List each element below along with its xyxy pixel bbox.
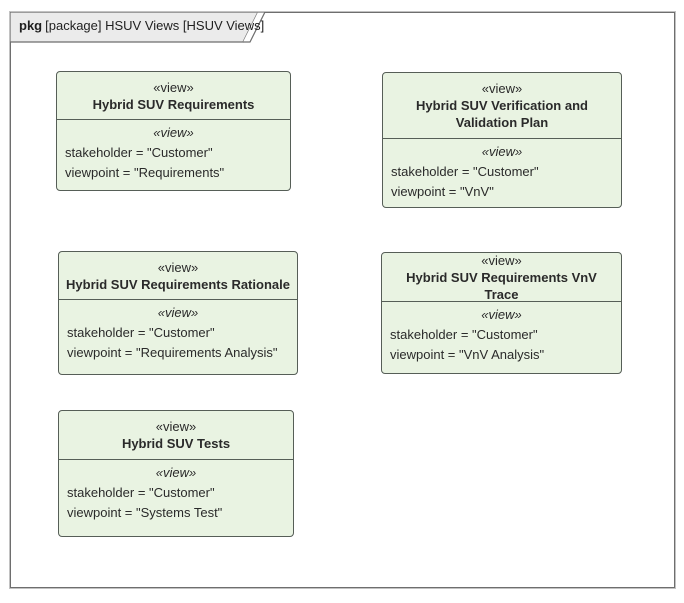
stereotype-label: «view» — [481, 307, 522, 322]
box-header: «view» Hybrid SUV Requirements — [57, 72, 290, 120]
box-header: «view» Hybrid SUV Requirements Rationale — [59, 252, 297, 300]
attribute-stakeholder: stakeholder = "Customer" — [390, 327, 538, 342]
box-name: Hybrid SUV Requirements VnV Trace — [406, 269, 597, 302]
stereotype-label: «view» — [155, 419, 197, 434]
package-frame: pkg[package] HSUV Views [HSUV Views] «vi… — [9, 11, 676, 589]
stereotype-label: «view» — [155, 465, 197, 480]
box-name: Hybrid SUV Requirements — [92, 96, 255, 112]
attribute-stakeholder: stakeholder = "Customer" — [67, 485, 215, 500]
box-name: Hybrid SUV Requirements Rationale — [66, 276, 290, 292]
attribute-viewpoint: viewpoint = "VnV Analysis" — [390, 347, 545, 362]
attribute-viewpoint: viewpoint = "Systems Test" — [67, 505, 223, 520]
attribute-stakeholder: stakeholder = "Customer" — [391, 164, 539, 179]
box-body: «view» stakeholder = "Customer" viewpoin… — [57, 120, 290, 183]
frame-keyword: pkg — [19, 18, 43, 33]
view-box-hybrid-suv-tests[interactable]: «view» Hybrid SUV Tests «view» stakehold… — [58, 410, 294, 537]
box-header: «view» Hybrid SUV Requirements VnV Trace — [382, 253, 621, 302]
stereotype-label: «view» — [481, 144, 523, 159]
frame-tab-shape — [10, 12, 266, 43]
stereotype-label: «view» — [153, 79, 194, 95]
view-box-hybrid-suv-verification-and-validation-plan[interactable]: «view» Hybrid SUV Verification and Valid… — [382, 72, 622, 208]
box-header: «view» Hybrid SUV Tests — [59, 411, 293, 460]
box-name: Hybrid SUV Tests — [121, 436, 231, 451]
attribute-viewpoint: viewpoint = "VnV" — [391, 184, 494, 199]
attribute-viewpoint: viewpoint = "Requirements" — [65, 165, 225, 180]
box-body: «view» stakeholder = "Customer" viewpoin… — [382, 302, 621, 365]
stereotype-label: «view» — [153, 125, 194, 140]
frame-tab-label: pkg[package] HSUV Views [HSUV Views] — [19, 18, 264, 33]
frame-title: [package] HSUV Views [HSUV Views] — [45, 18, 265, 33]
view-box-hybrid-suv-requirements[interactable]: «view» Hybrid SUV Requirements «view» st… — [56, 71, 291, 191]
box-body: «view» stakeholder = "Customer" viewpoin… — [383, 139, 621, 202]
attribute-stakeholder: stakeholder = "Customer" — [67, 325, 215, 340]
attribute-stakeholder: stakeholder = "Customer" — [65, 145, 213, 160]
stereotype-label: «view» — [157, 305, 199, 320]
box-name: Hybrid SUV Verification and Validation P… — [416, 98, 588, 130]
stereotype-label: «view» — [157, 259, 199, 275]
stereotype-label: «view» — [481, 81, 523, 96]
box-body: «view» stakeholder = "Customer" viewpoin… — [59, 460, 293, 523]
view-box-hybrid-suv-requirements-vnv-trace[interactable]: «view» Hybrid SUV Requirements VnV Trace… — [381, 252, 622, 374]
box-body: «view» stakeholder = "Customer" viewpoin… — [59, 300, 297, 363]
box-header: «view» Hybrid SUV Verification and Valid… — [383, 73, 621, 139]
frame-name-tab[interactable]: pkg[package] HSUV Views [HSUV Views] — [10, 12, 280, 45]
view-box-hybrid-suv-requirements-rationale[interactable]: «view» Hybrid SUV Requirements Rationale… — [58, 251, 298, 375]
attribute-viewpoint: viewpoint = "Requirements Analysis" — [67, 345, 278, 360]
stereotype-label: «view» — [481, 252, 522, 268]
